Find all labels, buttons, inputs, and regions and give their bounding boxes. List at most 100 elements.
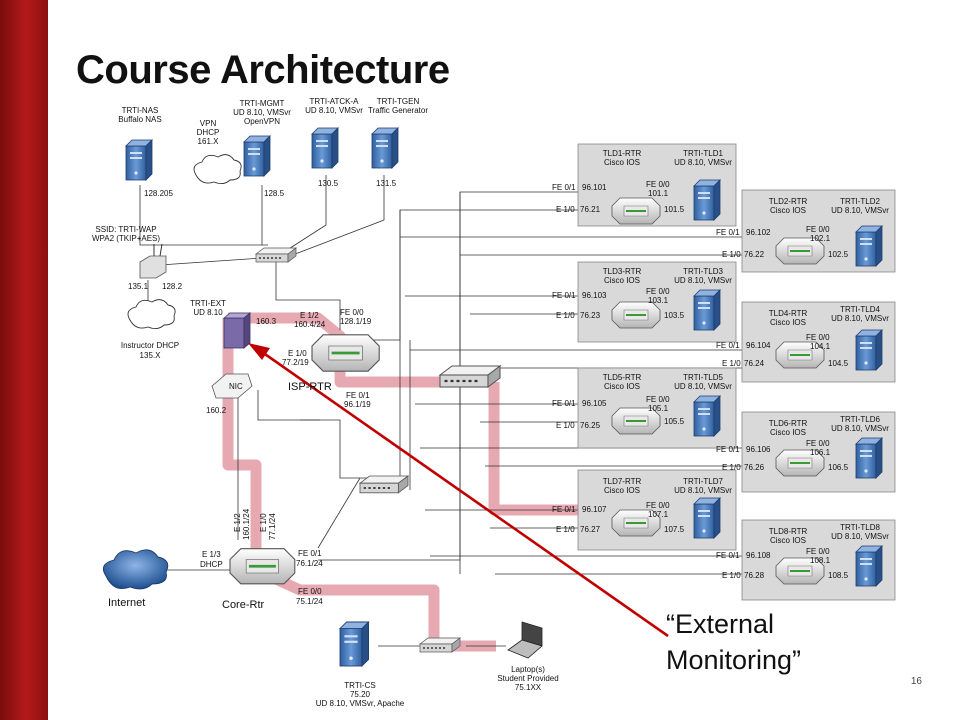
- slide-left-bar: [0, 0, 48, 720]
- tld7-e10: E 1/0: [556, 525, 575, 534]
- tld2-fe01-ip: 96.102: [746, 228, 771, 237]
- tld7-fe00: FE 0/0: [646, 501, 670, 510]
- slide-title: Course Architecture: [76, 48, 450, 92]
- tgen-ip: 131.5: [376, 179, 397, 188]
- core-router-name: Core-Rtr: [222, 599, 265, 611]
- ext-sub: UD 8.10: [193, 308, 223, 317]
- tld3-srv-ip: 103.5: [664, 311, 685, 320]
- tld3-fe00-ip: 103.1: [648, 296, 669, 305]
- tld7-server-icon: [693, 497, 721, 539]
- nic-label: NIC: [229, 382, 243, 391]
- tld7-srv-ip: 107.5: [664, 525, 685, 534]
- tld8-fe00-ip: 108.1: [810, 556, 831, 565]
- tld7-ios: Cisco IOS: [604, 486, 640, 495]
- nas-name: TRTI-NAS: [122, 106, 159, 115]
- atck-server-icon: [311, 127, 339, 169]
- internet-cloud-icon: [102, 549, 169, 590]
- tld1-srv-ip: 101.5: [664, 205, 685, 214]
- vpn-dhcp: DHCP: [197, 128, 220, 137]
- tld4-fe01-ip: 96.104: [746, 341, 771, 350]
- tld1-router-icon: [611, 197, 661, 225]
- laptop-icon: [507, 621, 543, 659]
- tld6-srv-ip: 106.5: [828, 463, 849, 472]
- tld7-fe01: FE 0/1: [552, 505, 576, 514]
- tld8-srv-ip: 108.5: [828, 571, 849, 580]
- tgen-name: TRTI-TGEN: [377, 97, 420, 106]
- tld1-srv-sub: UD 8.10, VMSvr: [674, 158, 732, 167]
- tld7-srv-sub: UD 8.10, VMSvr: [674, 486, 732, 495]
- tld1-ios: Cisco IOS: [604, 158, 640, 167]
- laptop-sub: Student Provided: [497, 674, 558, 683]
- callout-arrow: [248, 343, 669, 638]
- isp-e12-ip: 160.4/24: [294, 320, 326, 329]
- tld3-rtr-name: TLD3-RTR: [603, 267, 642, 276]
- tld5-srv-name: TRTI-TLD5: [683, 373, 723, 382]
- nas-server-icon: [125, 139, 153, 181]
- tld2-srv-name: TRTI-TLD2: [840, 197, 880, 206]
- ssid-security: WPA2 (TKIP+AES): [92, 234, 160, 243]
- core-e12-ip: 160.1/24: [242, 508, 251, 540]
- tld2-rtr-name: TLD2-RTR: [769, 197, 808, 206]
- atck-sub: UD 8.10, VMSvr: [305, 106, 363, 115]
- tld4-e10: E 1/0: [722, 359, 741, 368]
- tld3-fe00: FE 0/0: [646, 287, 670, 296]
- core-fe01: FE 0/1: [298, 549, 322, 558]
- ext-host-icon: [222, 312, 252, 349]
- tld5-e10-ip: 76.25: [580, 421, 601, 430]
- tld4-srv-sub: UD 8.10, VMSvr: [831, 314, 889, 323]
- tld7-rtr-name: TLD7-RTR: [603, 477, 642, 486]
- isp-fe01-ip: 96.1/19: [344, 400, 371, 409]
- tld3-fe01-ip: 96.103: [582, 291, 607, 300]
- tld8-fe01-ip: 96.108: [746, 551, 771, 560]
- isp-fe00-ip: 128.1/19: [340, 317, 372, 326]
- tld2-srv-ip: 102.5: [828, 250, 849, 259]
- tld5-fe01-ip: 96.105: [582, 399, 607, 408]
- tld6-e10: E 1/0: [722, 463, 741, 472]
- core-fe01-ip: 76.1/24: [296, 559, 323, 568]
- tld4-server-icon: [855, 329, 883, 371]
- core-e13: E 1/3: [202, 550, 221, 559]
- cs-ip: 75.20: [350, 690, 371, 699]
- bottom-switch-icon: [419, 637, 461, 653]
- ssid-label: SSID: TRTI-WAP: [95, 225, 156, 234]
- tld8-e10-ip: 76.28: [744, 571, 765, 580]
- tld3-srv-name: TRTI-TLD3: [683, 267, 723, 276]
- tld6-rtr-name: TLD6-RTR: [769, 419, 808, 428]
- isp-e12: E 1/2: [300, 311, 319, 320]
- tgen-server-icon: [371, 127, 399, 169]
- cs-name: TRTI-CS: [344, 681, 375, 690]
- nic-icon: [211, 373, 253, 399]
- tld1-e10: E 1/0: [556, 205, 575, 214]
- mgmt-ip: 128.5: [264, 189, 285, 198]
- internet-label: Internet: [108, 597, 145, 609]
- atck-ip: 130.5: [318, 179, 339, 188]
- external-monitoring-callout: “External Monitoring”: [666, 606, 801, 678]
- atck-name: TRTI-ATCK-A: [309, 97, 359, 106]
- nic-ip: 160.2: [206, 406, 227, 415]
- mgmt-name: TRTI-MGMT: [240, 99, 285, 108]
- tld3-e10-ip: 76.23: [580, 311, 601, 320]
- tld1-server-icon: [693, 179, 721, 221]
- tld2-fe00-ip: 102.1: [810, 234, 831, 243]
- callout-line-2: Monitoring”: [666, 645, 802, 675]
- center-switch-icon: [438, 364, 502, 389]
- tld6-server-icon: [855, 437, 883, 479]
- isp-fe01: FE 0/1: [346, 391, 370, 400]
- tld7-fe01-ip: 96.107: [582, 505, 607, 514]
- mgmt-sub2: OpenVPN: [244, 117, 280, 126]
- tld6-e10-ip: 76.26: [744, 463, 765, 472]
- tld7-fe00-ip: 107.1: [648, 510, 669, 519]
- isp-fe00: FE 0/0: [340, 308, 364, 317]
- tld5-srv-sub: UD 8.10, VMSvr: [674, 382, 732, 391]
- tld2-e10-ip: 76.22: [744, 250, 765, 259]
- tld5-server-icon: [693, 395, 721, 437]
- laptop-ip: 75.1XX: [515, 683, 542, 692]
- tld4-e10-ip: 76.24: [744, 359, 765, 368]
- tld1-fe01: FE 0/1: [552, 183, 576, 192]
- core-dhcp: DHCP: [200, 560, 223, 569]
- tld6-ios: Cisco IOS: [770, 428, 806, 437]
- core-fe00: FE 0/0: [298, 587, 322, 596]
- tld2-fe01: FE 0/1: [716, 228, 740, 237]
- tld8-fe00: FE 0/0: [806, 547, 830, 556]
